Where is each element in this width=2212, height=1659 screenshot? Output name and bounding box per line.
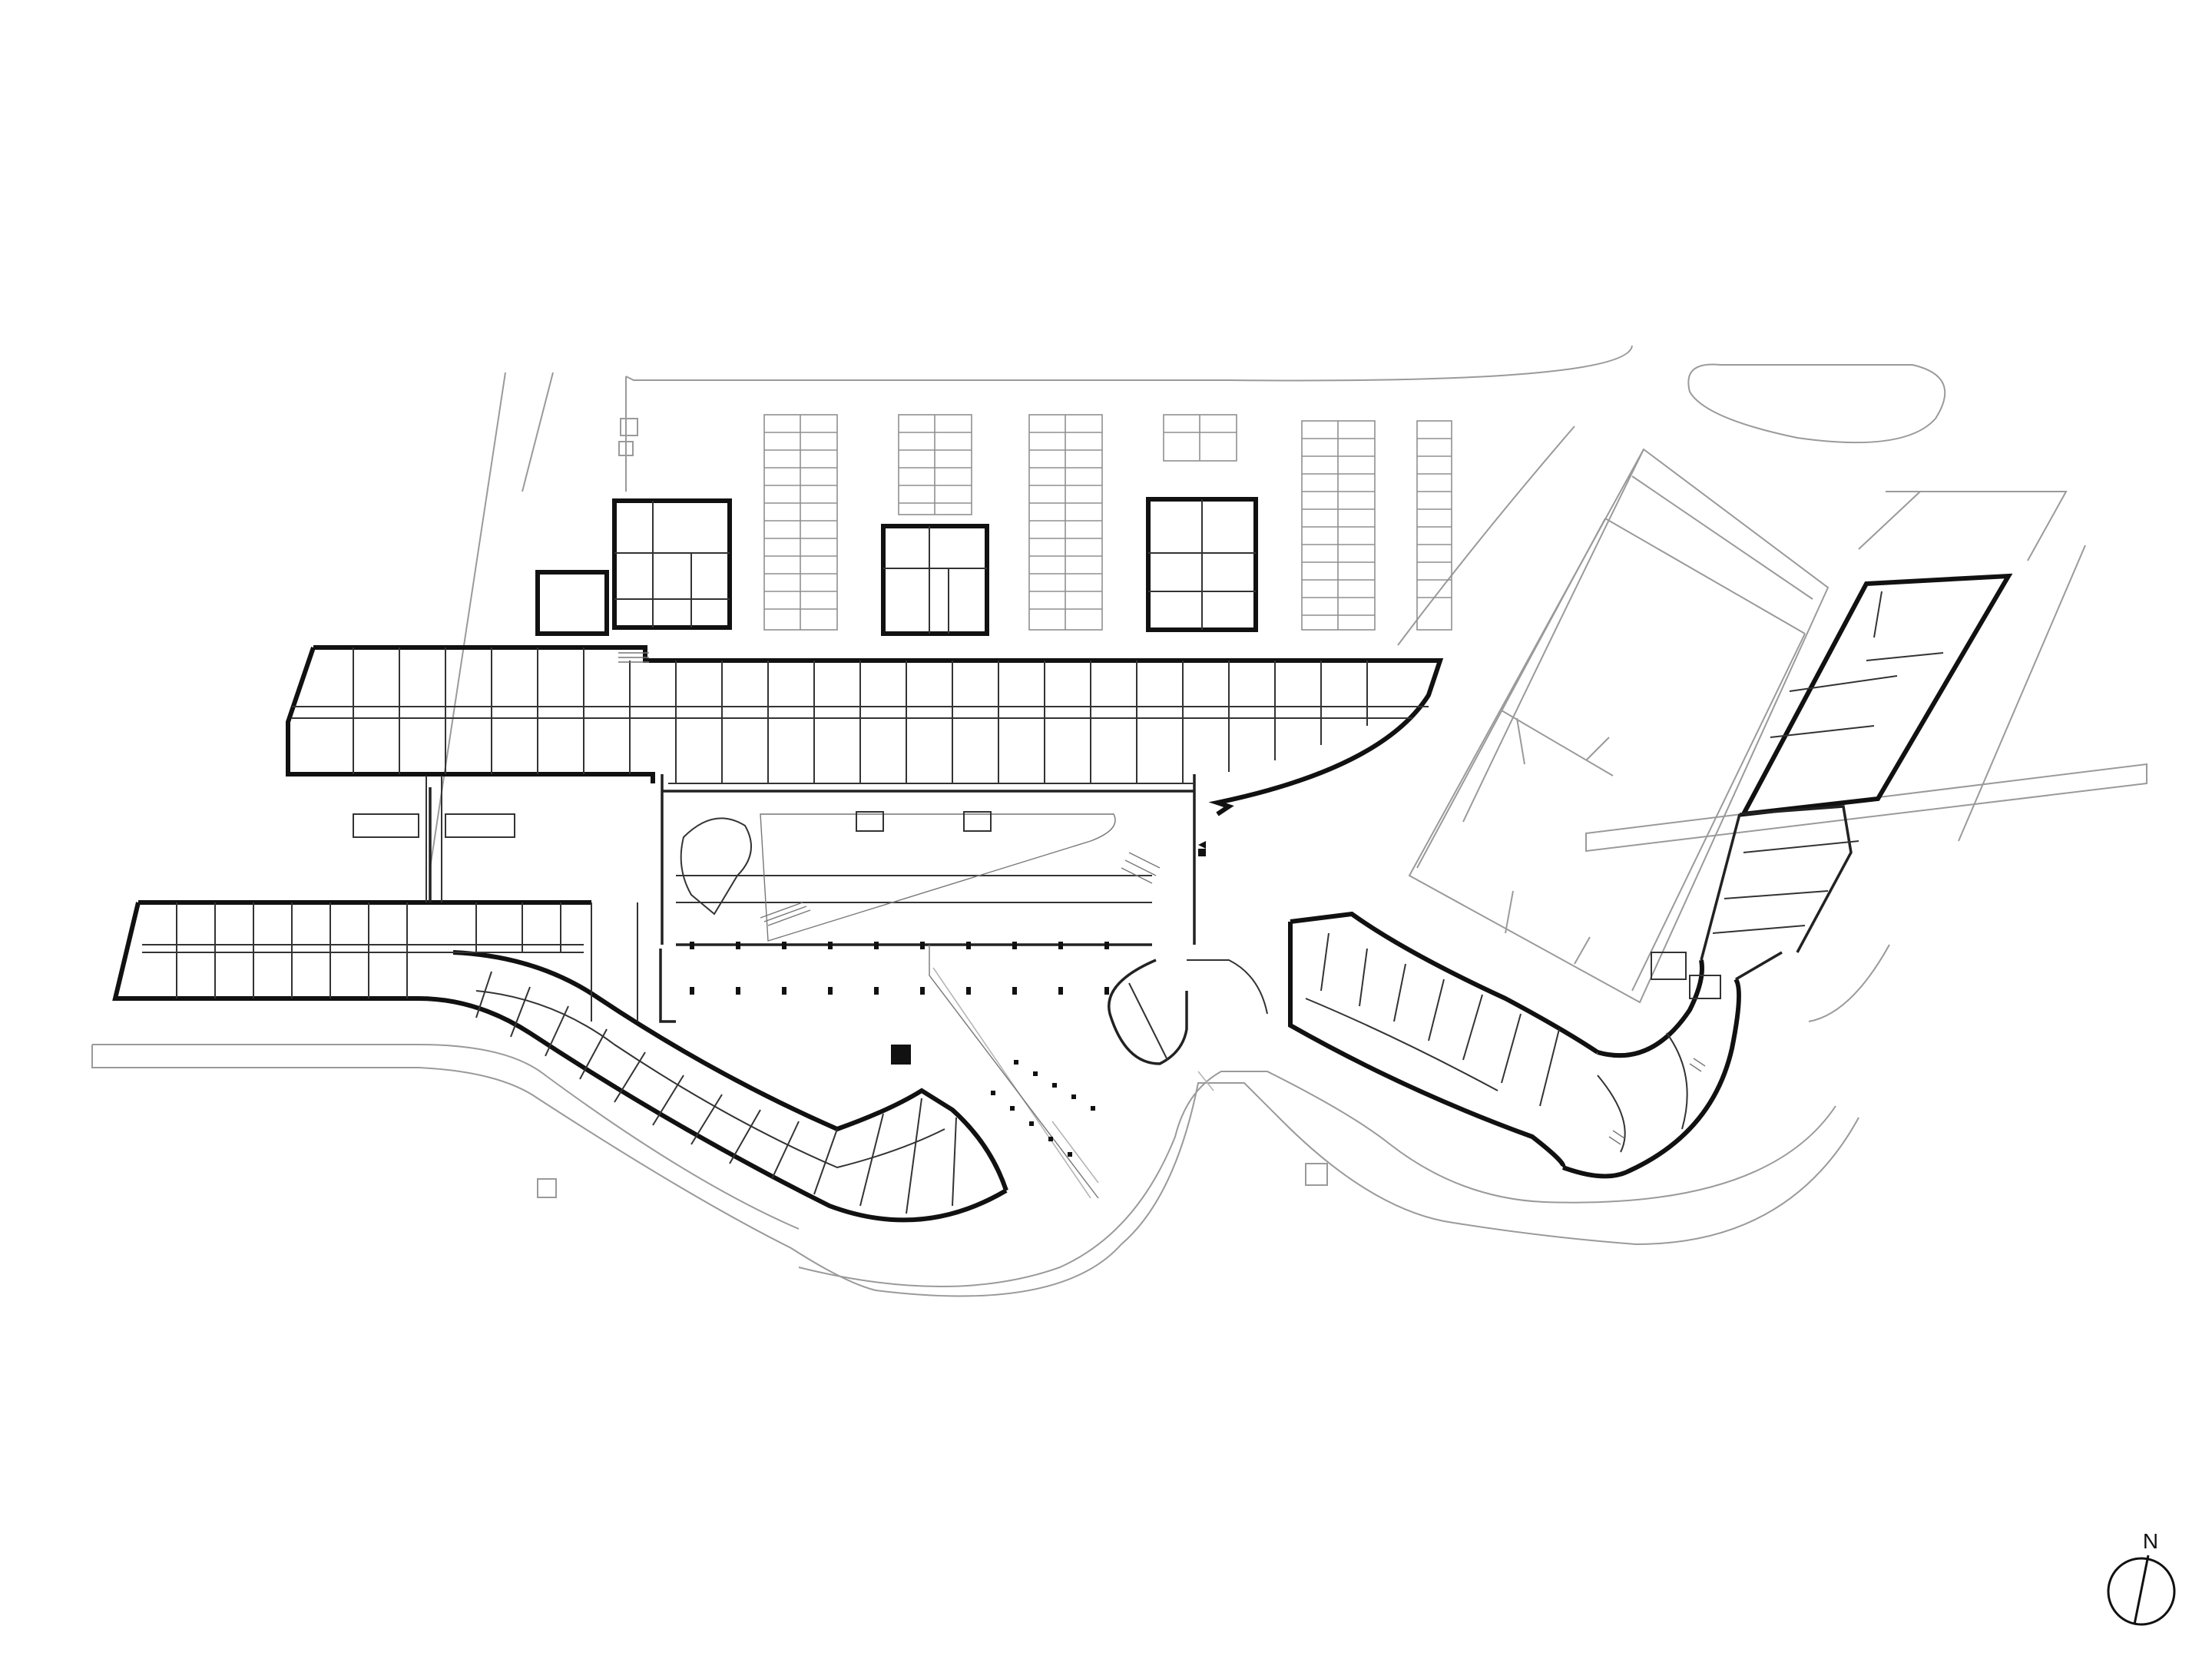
stairs [618,652,1706,1145]
compass-needle [2133,1555,2150,1625]
building-interior [142,499,1944,1214]
structural-columns [690,841,1206,1157]
parking-block-2 [898,414,972,515]
parking-block-3 [1028,414,1103,631]
parking-area [763,414,1452,631]
building-outer-walls [112,497,2013,1223]
parking-block-6 [1416,420,1452,631]
compass-north-label: N [2143,1529,2158,1553]
site-context [91,345,2086,1297]
north-arrow: N [2107,1529,2176,1626]
parking-block-1 [763,414,838,631]
sports-field [1408,448,2147,1004]
parking-block-4 [1163,414,1237,462]
parking-block-5 [1301,420,1376,631]
compass-circle [2107,1557,2176,1626]
